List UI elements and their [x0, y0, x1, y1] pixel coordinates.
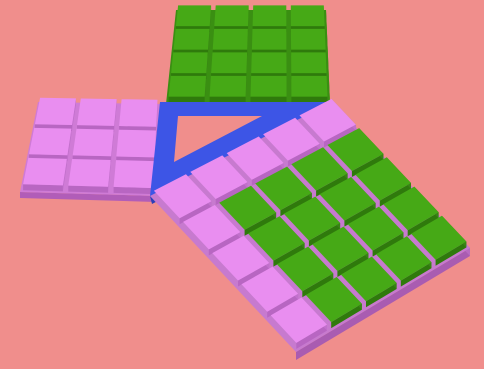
tile-top	[252, 29, 287, 50]
tile-side	[68, 186, 108, 193]
tile[interactable]	[251, 52, 286, 79]
tile[interactable]	[252, 29, 287, 56]
tile-top	[29, 128, 71, 155]
tile[interactable]	[169, 76, 207, 103]
tile-top	[211, 52, 247, 73]
tile-top	[213, 29, 248, 50]
tile[interactable]	[291, 52, 326, 79]
tile-top	[291, 5, 325, 26]
tile-top	[114, 160, 155, 188]
tile-side	[291, 97, 327, 103]
tile[interactable]	[291, 5, 325, 32]
tile[interactable]	[213, 29, 248, 56]
tile[interactable]	[68, 159, 110, 193]
tile[interactable]	[171, 52, 208, 79]
tile-side	[169, 97, 205, 103]
tile[interactable]	[291, 29, 326, 56]
tile-top	[77, 99, 117, 126]
tile-top	[253, 5, 287, 26]
tile-top	[171, 52, 208, 73]
square-board-top-green	[166, 5, 330, 110]
tile[interactable]	[174, 29, 210, 56]
tile[interactable]	[23, 158, 67, 192]
tile-side	[114, 187, 154, 194]
tile[interactable]	[210, 76, 247, 103]
tile-side	[23, 184, 63, 191]
tile-side	[251, 97, 287, 103]
tile[interactable]	[119, 99, 157, 133]
tile-top	[251, 52, 286, 73]
tile-top	[23, 158, 67, 186]
tile-top	[73, 129, 114, 157]
tile[interactable]	[29, 128, 71, 161]
tile-top	[68, 159, 110, 187]
tile[interactable]	[73, 129, 114, 163]
tile-top	[210, 76, 247, 97]
tile[interactable]	[211, 52, 247, 79]
tile[interactable]	[291, 76, 327, 103]
tile[interactable]	[35, 98, 76, 131]
tile[interactable]	[251, 76, 287, 103]
tile-top	[214, 5, 248, 26]
tile[interactable]	[114, 160, 155, 194]
tile-top	[169, 76, 207, 97]
tile[interactable]	[77, 99, 117, 132]
tile-top	[116, 130, 156, 158]
tile-top	[176, 5, 211, 26]
tile-top	[291, 76, 327, 97]
tile-top	[291, 52, 326, 73]
tile-top	[35, 98, 76, 125]
tile[interactable]	[214, 5, 248, 32]
tile-top	[119, 99, 157, 127]
tile-side	[210, 97, 246, 103]
square-board-left-pink	[20, 98, 160, 202]
tile[interactable]	[253, 5, 287, 32]
tile-top	[174, 29, 210, 50]
tile-top	[251, 76, 287, 97]
tile[interactable]	[176, 5, 211, 32]
tile-top	[291, 29, 326, 50]
tile[interactable]	[116, 130, 156, 164]
